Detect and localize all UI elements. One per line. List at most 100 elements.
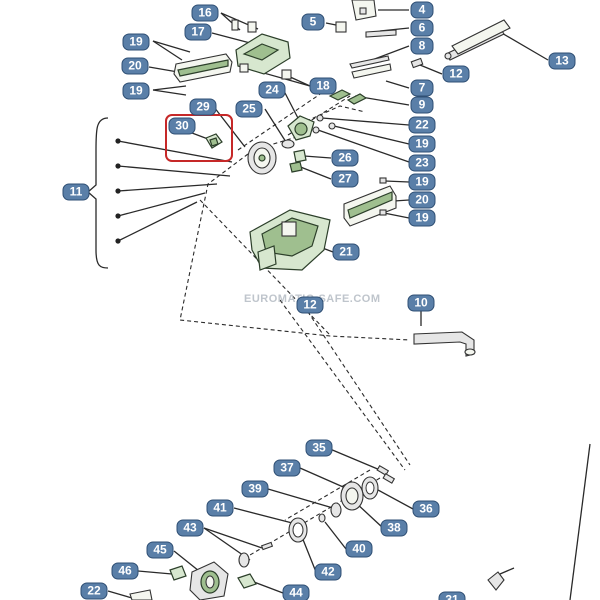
callout-number: 26 — [338, 151, 352, 165]
callout-box — [408, 209, 436, 227]
callout-box — [408, 173, 436, 191]
callout-number: 36 — [419, 502, 433, 516]
callout-box — [380, 519, 408, 537]
callout-number: 27 — [338, 172, 352, 186]
part-30 — [205, 133, 223, 149]
callout-number: 30 — [175, 119, 189, 133]
page-border-line — [569, 443, 591, 600]
callout-number: 35 — [312, 441, 326, 455]
callout-box — [331, 170, 359, 188]
part-45-knob — [189, 561, 229, 600]
callout-number: 42 — [321, 565, 335, 579]
callout-box — [410, 79, 434, 97]
callout-number: 23 — [415, 156, 429, 170]
callout-box — [408, 191, 436, 209]
part-25-washer — [281, 139, 295, 149]
callout-number: 45 — [153, 543, 167, 557]
callout-number: 4 — [419, 3, 426, 17]
callout-number: 19 — [129, 84, 143, 98]
callout-box — [314, 563, 342, 581]
part-9 — [328, 89, 368, 105]
callout-number: 31 — [445, 593, 459, 600]
callout-box — [548, 52, 576, 70]
callout-25: 25 — [235, 100, 263, 118]
callout-number: 19 — [415, 211, 429, 225]
part-17-bracket — [231, 19, 291, 75]
callout-box — [235, 100, 263, 118]
callout-38: 38 — [380, 519, 408, 537]
part-13-bar — [444, 19, 511, 61]
callout-number: 20 — [128, 59, 142, 73]
callout-number: 29 — [196, 100, 210, 114]
callout-43: 43 — [176, 519, 204, 537]
callout-40: 40 — [345, 540, 373, 558]
part-43-pins — [238, 541, 274, 568]
callout-number: 19 — [415, 175, 429, 189]
part-26-27 — [289, 149, 307, 173]
callout-number: 22 — [87, 584, 101, 598]
callout-box — [168, 117, 196, 135]
callout-24: 24 — [258, 81, 286, 99]
callout-31: 31 — [438, 591, 466, 600]
callout-23: 23 — [408, 154, 436, 172]
callout-10: 10 — [407, 294, 435, 312]
callout-box — [122, 82, 150, 100]
bracket-dots — [115, 138, 121, 244]
callout-22: 22 — [80, 582, 108, 600]
callout-number: 37 — [280, 461, 294, 475]
callout-6: 6 — [410, 19, 434, 37]
callout-box — [407, 294, 435, 312]
callout-number: 17 — [191, 25, 205, 39]
callout-number: 19 — [129, 35, 143, 49]
callout-box — [410, 19, 434, 37]
callout-number: 40 — [352, 542, 366, 556]
callout-number: 22 — [415, 118, 429, 132]
callout-box — [331, 149, 359, 167]
callout-box — [408, 116, 436, 134]
callout-29: 29 — [189, 98, 217, 116]
callout-number: 12 — [303, 298, 317, 312]
callout-box — [301, 13, 325, 31]
callout-box — [408, 135, 436, 153]
part-20-cover — [173, 53, 233, 83]
callout-9: 9 — [410, 96, 434, 114]
callout-number: 10 — [414, 296, 428, 310]
callout-19: 19 — [122, 82, 150, 100]
callout-box — [122, 33, 150, 51]
callout-21: 21 — [332, 243, 360, 261]
callout-box — [273, 459, 301, 477]
callout-5: 5 — [301, 13, 325, 31]
callout-box — [305, 439, 333, 457]
callout-number: 16 — [198, 6, 212, 20]
callout-number: 9 — [419, 98, 426, 112]
callout-8: 8 — [410, 37, 434, 55]
part-31 — [487, 567, 515, 591]
callout-13: 13 — [548, 52, 576, 70]
callout-box — [80, 582, 108, 600]
callout-box — [345, 540, 373, 558]
callout-19: 19 — [408, 209, 436, 227]
callout-box — [296, 296, 324, 314]
callout-45: 45 — [146, 541, 174, 559]
callout-number: 19 — [415, 137, 429, 151]
callout-box — [438, 591, 466, 600]
bracket-group-11 — [87, 117, 109, 269]
callout-41: 41 — [206, 499, 234, 517]
callout-26: 26 — [331, 149, 359, 167]
callout-number: 46 — [118, 564, 132, 578]
part-22-bottom — [129, 589, 153, 600]
callout-number: 11 — [70, 185, 83, 199]
callout-30: 30 — [168, 117, 196, 135]
callout-20: 20 — [121, 57, 149, 75]
callout-number: 20 — [415, 193, 429, 207]
callout-number: 18 — [316, 79, 330, 93]
callout-box — [111, 562, 139, 580]
part-41-42-rings — [288, 517, 308, 543]
callout-box — [412, 500, 440, 518]
part-24-motor — [287, 115, 315, 141]
callout-44: 44 — [282, 584, 310, 600]
callout-box — [258, 81, 286, 99]
part-4-5-lock — [335, 0, 377, 33]
callout-box — [184, 23, 212, 41]
